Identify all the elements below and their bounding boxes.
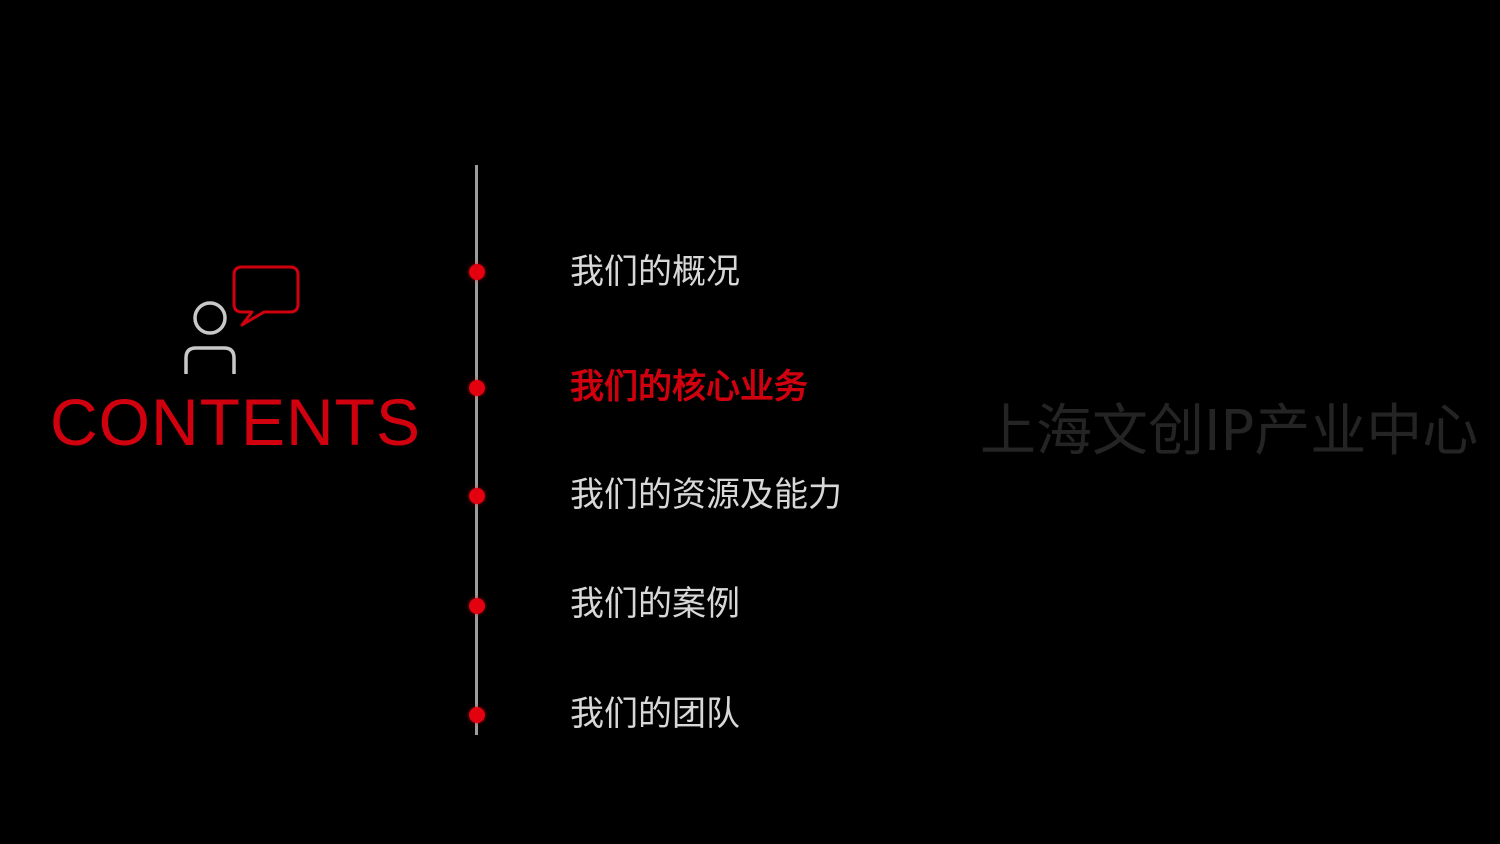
person-speech-bubble-icon xyxy=(180,262,305,378)
menu-item-cases[interactable]: 我们的案例 xyxy=(570,584,740,624)
timeline-dot xyxy=(469,707,485,723)
timeline-dot xyxy=(469,264,485,280)
menu-item-core-business[interactable]: 我们的核心业务 xyxy=(570,367,808,407)
timeline-dot xyxy=(469,488,485,504)
timeline-dot xyxy=(469,598,485,614)
page-title: CONTENTS xyxy=(50,385,421,459)
menu-item-resources[interactable]: 我们的资源及能力 xyxy=(570,475,842,515)
speech-bubble-icon xyxy=(232,265,300,327)
watermark-text: 上海文创IP产业中心 xyxy=(980,399,1479,464)
menu-item-team[interactable]: 我们的团队 xyxy=(570,694,740,734)
timeline-dot xyxy=(469,380,485,396)
timeline-line xyxy=(475,165,478,735)
menu-item-overview[interactable]: 我们的概况 xyxy=(570,252,740,292)
